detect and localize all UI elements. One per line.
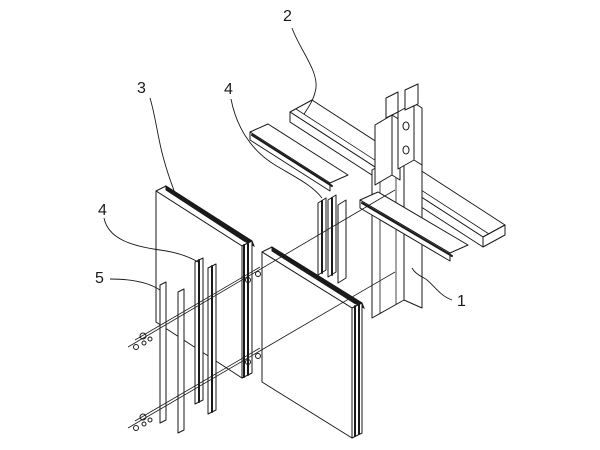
lower-angle-right — [359, 191, 469, 262]
callout-1: 1 — [457, 293, 466, 310]
column-top-bracket — [374, 83, 423, 186]
upper-angle-left — [249, 123, 349, 192]
vertical-clip-strips-upper — [317, 194, 347, 284]
callout-labels: 2 3 4 4 5 1 — [95, 8, 466, 310]
panel-front-right — [261, 246, 365, 439]
callout-2: 2 — [283, 8, 292, 25]
callout-3: 3 — [137, 80, 146, 97]
callout-4-lower: 4 — [98, 202, 107, 219]
callout-5: 5 — [95, 270, 104, 287]
vertical-clip-strips-lower — [194, 257, 217, 415]
leader-lines — [103, 27, 453, 301]
fixing-bolts — [127, 189, 396, 431]
pressure-plates — [159, 281, 185, 434]
callout-4-upper: 4 — [224, 81, 233, 98]
